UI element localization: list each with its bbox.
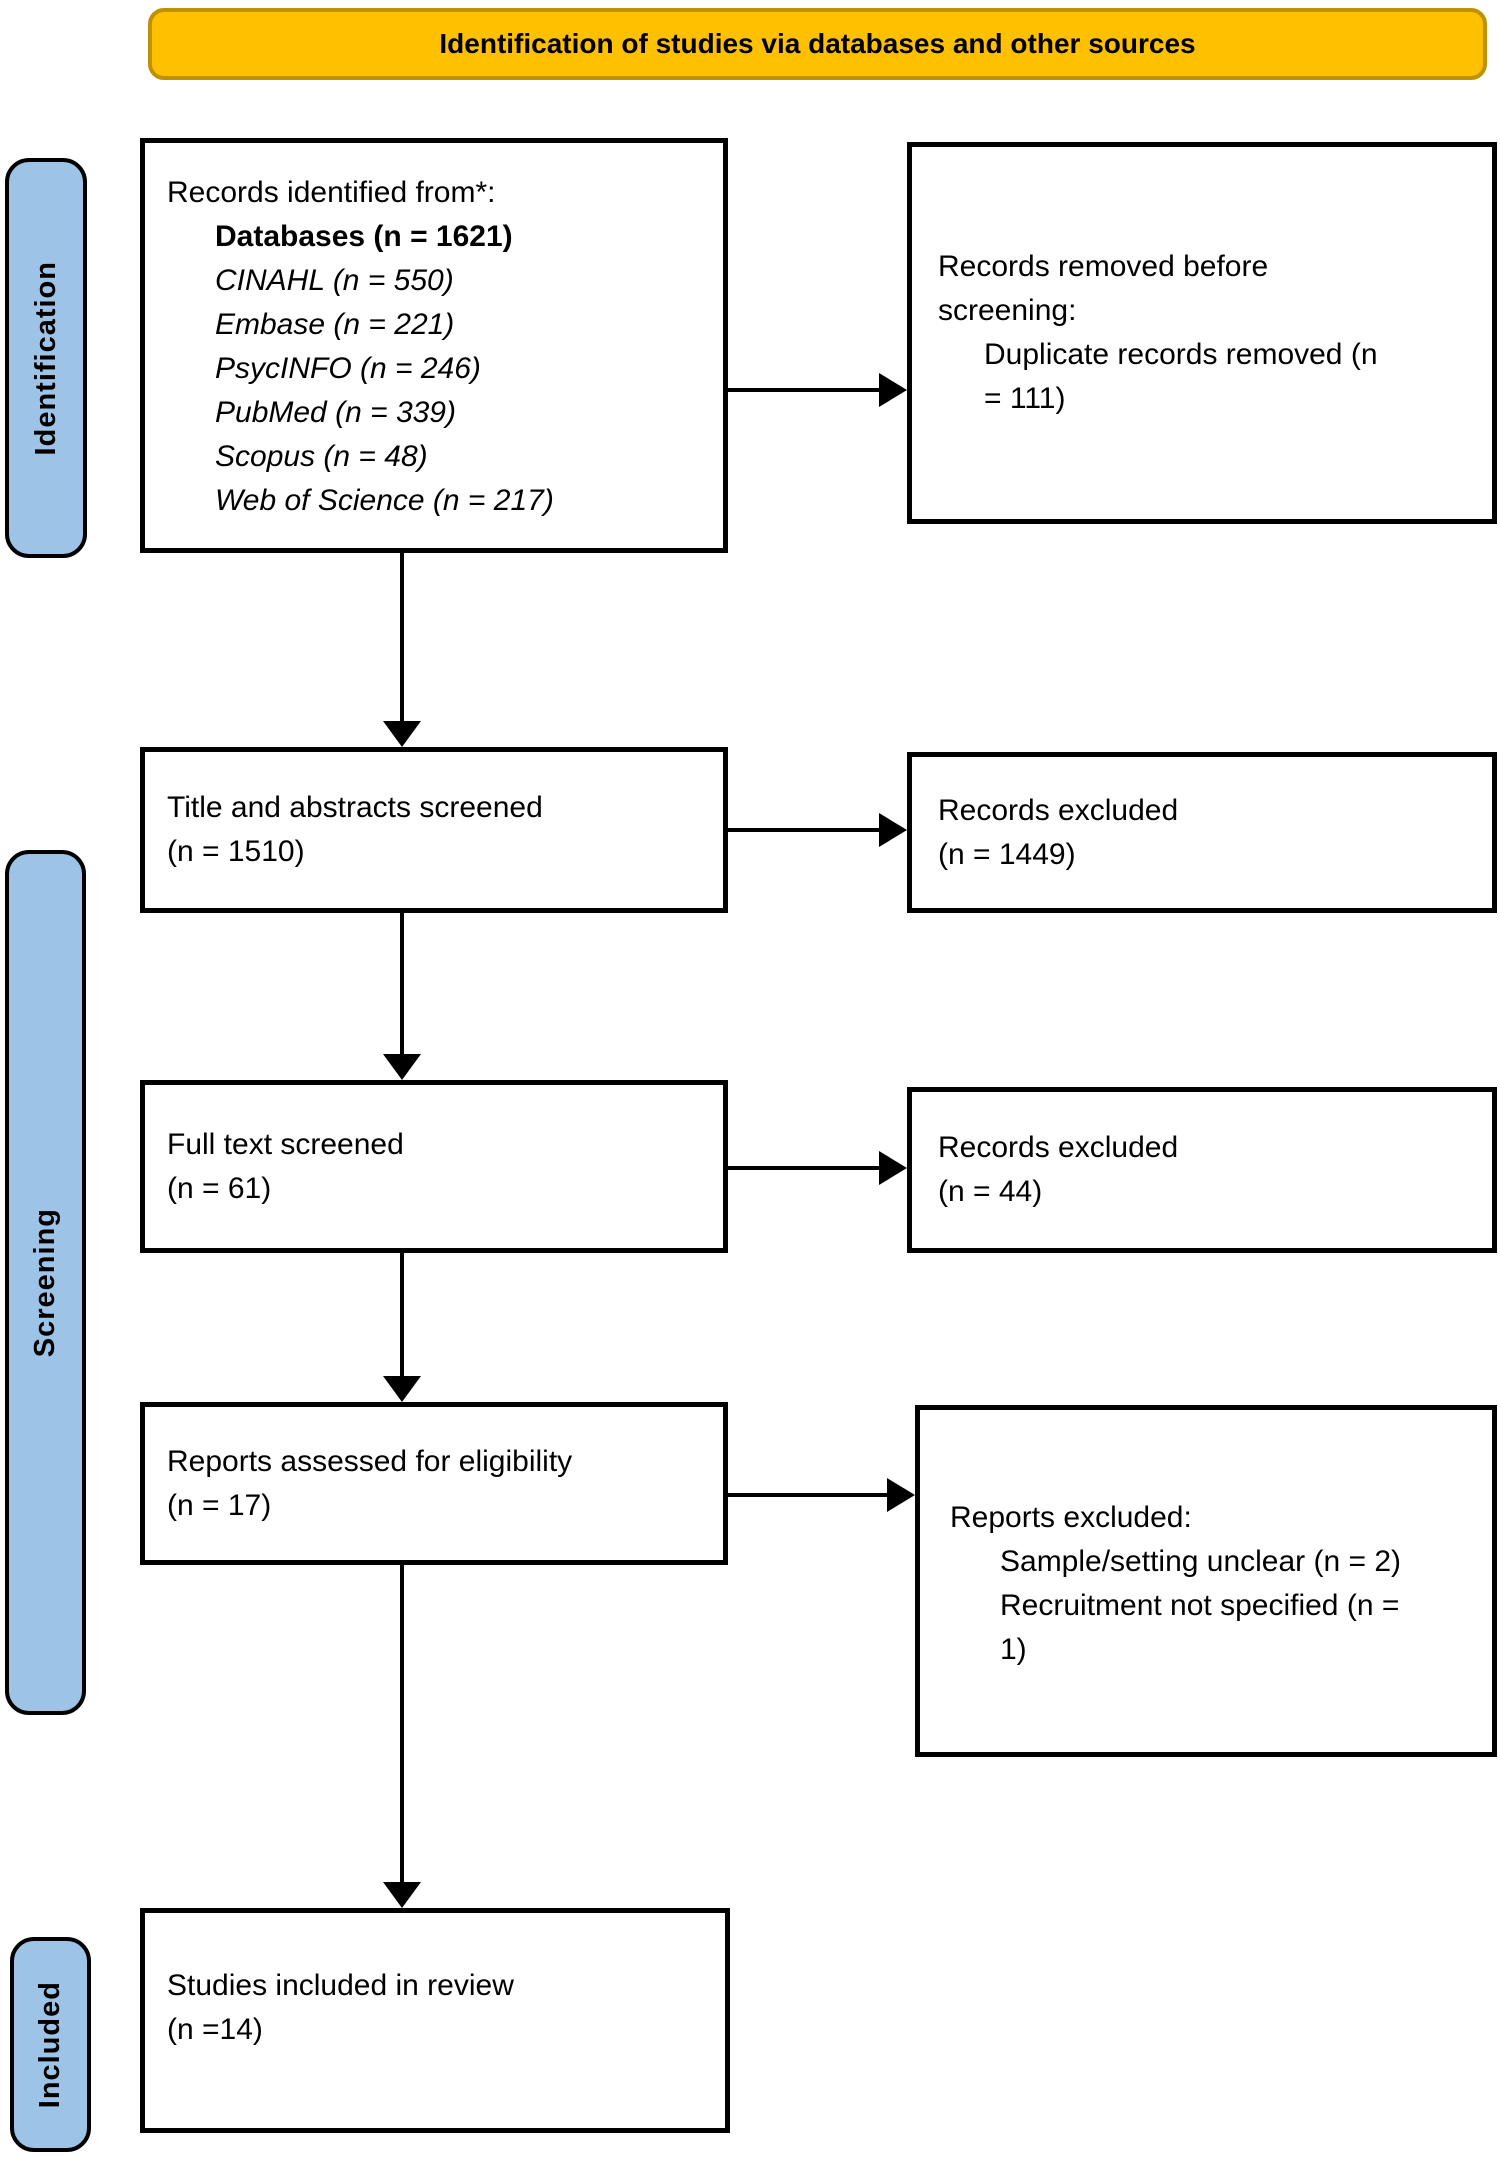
title-abstract-line1: Title and abstracts screened <box>167 791 543 824</box>
box-records-identified: Records identified from*: Databases (n =… <box>140 138 728 553</box>
arrow-right-icon <box>879 1151 907 1185</box>
records-identified-databases-total: Databases (n = 1621) <box>215 220 513 253</box>
records-excluded-screening-count: (n = 1449) <box>938 837 1076 871</box>
reports-excluded-reason-sample: Sample/setting unclear (n = 2) <box>1000 1545 1402 1578</box>
arrow-down-icon <box>383 721 421 747</box>
stage-included: Included <box>10 1937 91 2152</box>
reports-assessed-line1: Reports assessed for eligibility <box>167 1444 573 1478</box>
box-full-text-screened: Full text screened (n = 61) <box>140 1080 728 1253</box>
source-web-of-science: Web of Science (n = 217) <box>215 484 554 517</box>
title-banner: Identification of studies via databases … <box>148 8 1487 80</box>
full-text-count: (n = 61) <box>167 1171 272 1205</box>
stage-included-label: Included <box>34 1980 66 2109</box>
diagram-title: Identification of studies via databases … <box>439 28 1196 59</box>
studies-included-line1: Studies included in review <box>167 1969 514 2002</box>
reports-excluded-reason-recruitment: Recruitment not specified (n = 1) <box>1000 1589 1400 1666</box>
records-removed-duplicates: Duplicate records removed (n = 111) <box>984 338 1378 415</box>
stage-screening: Screening <box>5 850 86 1715</box>
box-records-removed: Records removed before screening: Duplic… <box>907 142 1497 524</box>
source-psycinfo: PsycINFO (n = 246) <box>215 352 481 385</box>
box-title-abstract-screened: Title and abstracts screened (n = 1510) <box>140 747 728 913</box>
box-studies-included: Studies included in review (n =14) <box>140 1908 730 2133</box>
box-reports-excluded: Reports excluded: Sample/setting unclear… <box>915 1405 1497 1757</box>
source-embase: Embase (n = 221) <box>215 308 455 341</box>
arrow-right-icon <box>879 373 907 407</box>
records-identified-intro: Records identified from*: <box>167 176 496 209</box>
source-cinahl: CINAHL (n = 550) <box>215 264 454 297</box>
stage-identification: Identification <box>5 158 87 558</box>
arrow-right-icon <box>887 1478 915 1512</box>
title-abstract-count: (n = 1510) <box>167 835 305 868</box>
box-reports-assessed: Reports assessed for eligibility (n = 17… <box>140 1402 728 1565</box>
reports-assessed-count: (n = 17) <box>167 1488 272 1522</box>
records-excluded-fulltext-count: (n = 44) <box>938 1175 1043 1208</box>
records-removed-heading: Records removed before screening: <box>938 250 1269 327</box>
studies-included-count: (n =14) <box>167 2013 263 2046</box>
records-excluded-screening-line1: Records excluded <box>938 793 1179 827</box>
stage-identification-label: Identification <box>29 260 62 456</box>
records-excluded-fulltext-line1: Records excluded <box>938 1131 1179 1164</box>
box-records-excluded-fulltext: Records excluded (n = 44) <box>907 1087 1497 1253</box>
arrow-down-icon <box>383 1054 421 1080</box>
arrow-down-icon <box>383 1882 421 1908</box>
reports-excluded-heading: Reports excluded: <box>950 1501 1192 1534</box>
source-pubmed: PubMed (n = 339) <box>215 396 456 429</box>
full-text-line1: Full text screened <box>167 1127 404 1161</box>
source-scopus: Scopus (n = 48) <box>215 440 428 473</box>
arrow-right-icon <box>879 813 907 847</box>
box-records-excluded-screening: Records excluded (n = 1449) <box>907 752 1497 913</box>
arrow-down-icon <box>383 1376 421 1402</box>
stage-screening-label: Screening <box>29 1207 61 1358</box>
